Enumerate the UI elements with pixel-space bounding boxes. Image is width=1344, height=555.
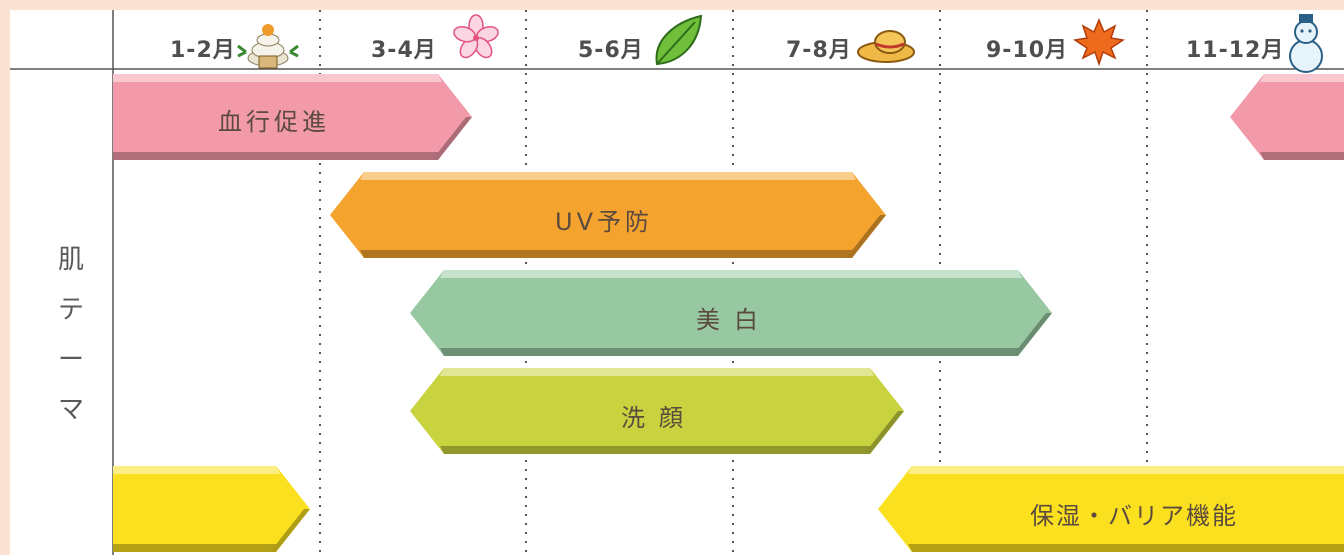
bar-face-washing-body	[410, 368, 904, 454]
bar-blood-circulation-tip-shade	[432, 117, 472, 160]
bar-moisture-barrier-continued	[878, 466, 1344, 552]
bar-label-whitening: 美白	[696, 306, 772, 334]
bar-face-washing-shadow	[440, 446, 874, 454]
bar-whitening-highlight	[440, 270, 1022, 278]
bar-moisture-barrier-body	[113, 466, 310, 552]
month-label-mar-apr: 3-4月	[371, 38, 437, 63]
bar-label-moisture-barrier: 保湿・バリア機能	[1030, 502, 1238, 530]
green-leaf-icon	[655, 14, 703, 66]
bar-blood-circulation-continued	[1230, 74, 1344, 160]
bar-blood-circulation-body	[113, 74, 472, 160]
month-label-may-jun: 5-6月	[578, 38, 644, 63]
row-label-text: 肌テーマ	[57, 245, 84, 425]
bar-moisture-barrier-continued-body	[878, 466, 1344, 552]
month-label-jan-feb: 1-2月	[170, 38, 236, 63]
month-label-jul-aug: 7-8月	[786, 38, 852, 63]
bar-blood-circulation-continued-body	[1230, 74, 1344, 160]
bar-whitening-body	[410, 270, 1052, 356]
bar-face-washing-tip-shade	[864, 411, 904, 454]
bar-face-washing-highlight	[440, 368, 874, 376]
bar-moisture-barrier-tip-shade	[270, 509, 310, 552]
bar-uv-protection-highlight	[360, 172, 856, 180]
maple-leaf-icon	[1073, 18, 1125, 67]
bar-whitening	[410, 270, 1052, 356]
bar-moisture-barrier-continued-shadow	[908, 544, 1344, 552]
seasonal-skin-theme-diagram	[10, 10, 1344, 555]
kagami-mochi-icon	[237, 24, 299, 69]
bar-blood-circulation	[113, 74, 472, 160]
bar-moisture-barrier-continued-highlight	[908, 466, 1344, 474]
bar-uv-protection-body	[330, 172, 886, 258]
bar-face-washing	[410, 368, 904, 454]
bar-moisture-barrier	[113, 466, 310, 552]
bar-moisture-barrier-highlight	[113, 466, 280, 474]
bar-label-blood-circulation: 血行促進	[218, 108, 330, 136]
bar-uv-protection	[330, 172, 886, 258]
bar-label-face-washing: 洗顔	[621, 404, 697, 432]
snowman-icon	[1289, 14, 1323, 73]
row-label-skin-theme: 肌テーマ	[54, 235, 88, 435]
bars-layer	[113, 74, 1344, 552]
bar-blood-circulation-highlight	[113, 74, 442, 82]
bar-moisture-barrier-shadow	[113, 544, 280, 552]
straw-hat-icon	[857, 30, 915, 63]
bar-whitening-tip-shade	[1012, 313, 1052, 356]
bar-whitening-shadow	[440, 348, 1022, 356]
bar-uv-protection-tip-shade	[846, 215, 886, 258]
bar-blood-circulation-continued-highlight	[1260, 74, 1344, 82]
month-label-sep-oct: 9-10月	[986, 38, 1069, 63]
bar-uv-protection-shadow	[360, 250, 856, 258]
month-label-nov-dec: 11-12月	[1186, 38, 1285, 63]
bar-label-uv-protection: UV予防	[555, 208, 653, 236]
bar-blood-circulation-continued-shadow	[1260, 152, 1344, 160]
cherry-blossom-icon	[453, 14, 499, 59]
bar-blood-circulation-shadow	[113, 152, 442, 160]
calendar-panel: 1-2月 3-4月 5-6月 7-8月 9-10月 11-12月 肌テーマ 血行…	[10, 10, 1344, 555]
